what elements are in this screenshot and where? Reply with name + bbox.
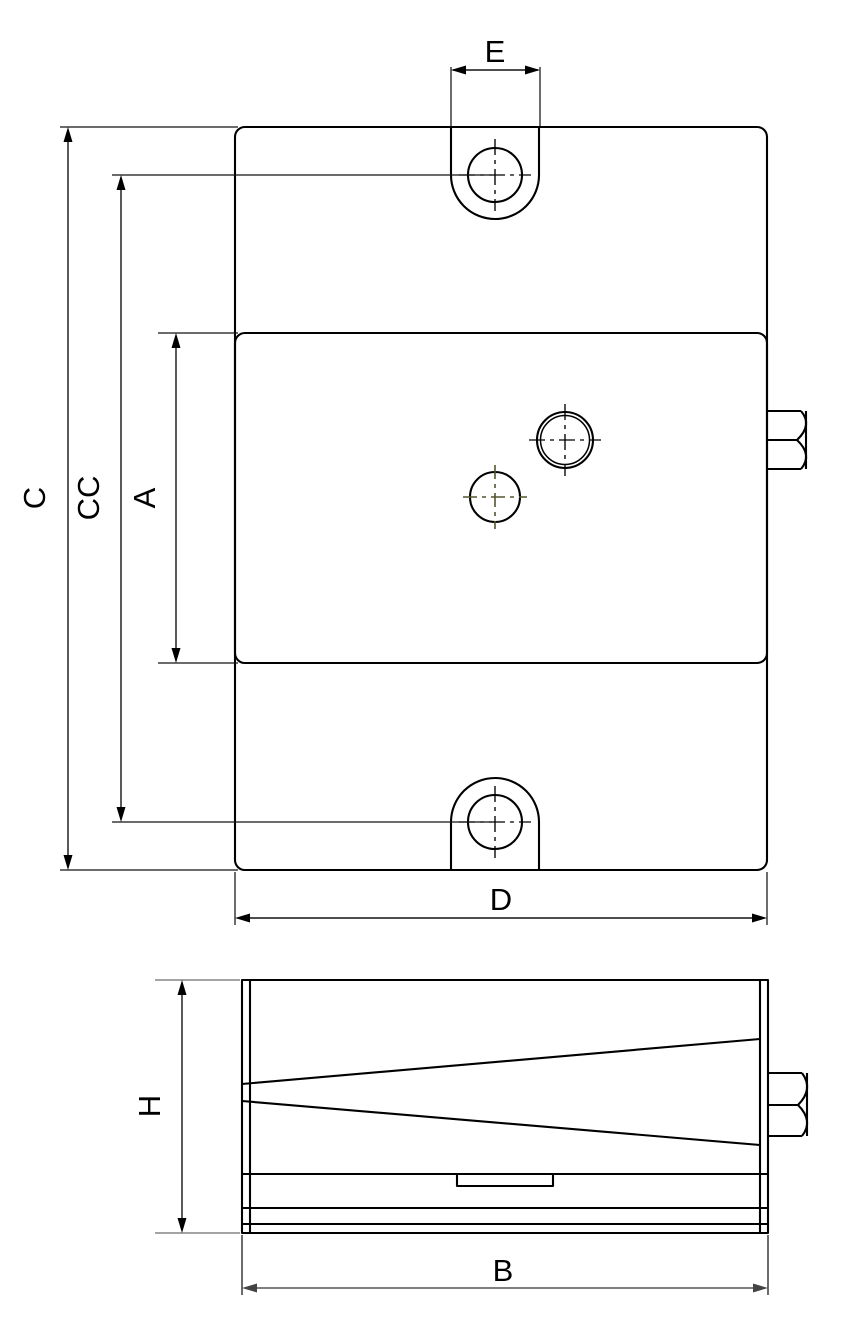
dim-A-arrow-top [171,333,181,348]
dim-C-label: C [17,487,52,509]
dim-CC-arrow-top [116,175,126,190]
dim-B-label: B [493,1253,514,1288]
dim-E-arrow-left [451,65,466,75]
dim-C-arrow-top [63,127,73,142]
dim-E-arrow-right [525,65,540,75]
front-view: E [17,34,808,925]
hex-front-flank-curves [795,410,808,470]
dim-A-arrow-bottom [171,648,181,663]
dim-E-label: E [485,34,506,69]
dim-CC-arrow-bottom [116,807,126,822]
front-view-extension-lines [60,126,768,925]
upper-port-hole [529,404,601,476]
body-outline-front [233,125,769,872]
dimension-CC: CC [71,175,126,822]
dim-H-label: H [132,1095,167,1117]
dim-C-arrow-bottom [63,855,73,870]
dimension-D: D [235,882,767,923]
side-taper-lower-line [241,1099,761,1147]
dim-B-arrow-left [242,1283,257,1293]
dim-D-arrow-right [752,913,767,923]
hex-fitting-front [767,409,808,471]
dim-CC-label: CC [71,476,106,521]
bottom-lug-boss-outline [449,776,541,870]
dimension-A: A [127,333,181,663]
dim-D-arrow-left [235,913,250,923]
top-lug-boss-outline [449,127,541,221]
dim-D-label: D [490,882,512,917]
top-mounting-lug [449,127,541,221]
bottom-mounting-lug [449,776,541,870]
dimension-B: B [242,1253,768,1293]
dim-A-label: A [127,487,162,508]
dim-H-arrow-bottom [177,1218,187,1233]
side-body-rect [240,978,770,1235]
dim-B-arrow-right [753,1283,768,1293]
body-outline-side [240,978,770,1235]
hex-side-flank-curves [796,1072,809,1137]
side-taper-upper-line [241,1037,761,1086]
hex-fitting-side [768,1071,809,1138]
lower-port-hole [463,465,527,529]
dimension-C: C [17,127,73,870]
dim-H-arrow-top [177,980,187,995]
side-view-extension-lines [155,979,769,1295]
dimension-H: H [132,980,187,1233]
dimension-E: E [450,34,541,126]
base-slot-side [455,1174,555,1188]
body-inner-block [233,331,769,665]
side-base-detail [242,1172,768,1226]
side-view: H B [132,978,809,1295]
tapered-wedge-side [241,1037,761,1147]
